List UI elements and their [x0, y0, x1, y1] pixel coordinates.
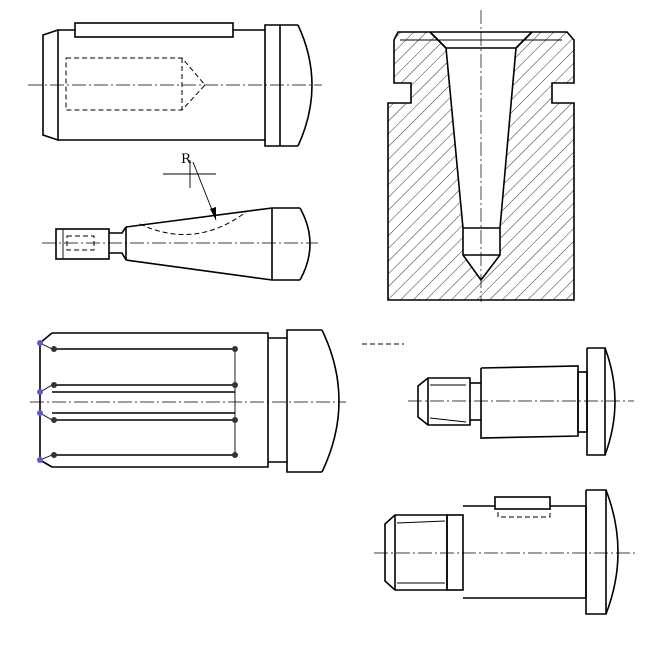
radius-label: R — [181, 152, 192, 167]
head — [585, 489, 607, 615]
point-marker — [232, 346, 238, 352]
part-stepped-threaded-shaft — [408, 347, 634, 456]
part-shaft-with-bore — [28, 22, 322, 147]
break-curve — [321, 329, 340, 473]
part-splined-shaft — [30, 329, 346, 473]
spline-teeth — [39, 342, 236, 461]
point-marker — [232, 417, 238, 423]
break-curve — [297, 24, 313, 147]
point-marker — [51, 417, 57, 423]
shaft-body — [480, 365, 579, 439]
point-marker — [51, 346, 57, 352]
head — [586, 347, 606, 456]
collar-top — [264, 24, 298, 30]
point-marker — [51, 382, 57, 388]
neck-bottom — [109, 252, 127, 261]
taper-bottom — [125, 259, 300, 281]
thread-root-top — [396, 520, 446, 524]
radius-arc — [139, 211, 247, 235]
part-tapered-shaft: R — [42, 152, 318, 281]
point-marker — [232, 452, 238, 458]
point-marker — [37, 410, 43, 416]
part-keyed-threaded-shaft — [374, 489, 636, 615]
key — [74, 22, 234, 38]
step-ring — [446, 514, 464, 591]
spline-body — [52, 332, 269, 468]
hidden-hole — [66, 235, 95, 251]
break-curve — [604, 347, 616, 456]
leader-arrowhead — [210, 207, 216, 220]
threaded-stub — [55, 228, 110, 260]
point-marker — [51, 452, 57, 458]
point-marker — [37, 457, 43, 463]
hidden-bore — [65, 57, 206, 111]
collar-ring — [577, 371, 588, 433]
key-seat-hidden — [497, 508, 551, 518]
point-marker — [37, 340, 43, 346]
thread-root-bottom — [429, 417, 467, 423]
break-curve — [299, 207, 311, 281]
break-curve — [605, 489, 619, 615]
endpoint-markers — [37, 340, 238, 463]
point-marker — [232, 382, 238, 388]
collar-bottom — [264, 140, 298, 147]
neck-top — [109, 226, 127, 234]
part-sectioned-die — [387, 10, 575, 302]
key — [494, 496, 551, 510]
collar-top — [268, 329, 322, 339]
collar-bottom — [268, 461, 322, 473]
point-marker — [37, 389, 43, 395]
shaft-body — [463, 505, 587, 599]
spline-chamfer — [39, 332, 53, 468]
